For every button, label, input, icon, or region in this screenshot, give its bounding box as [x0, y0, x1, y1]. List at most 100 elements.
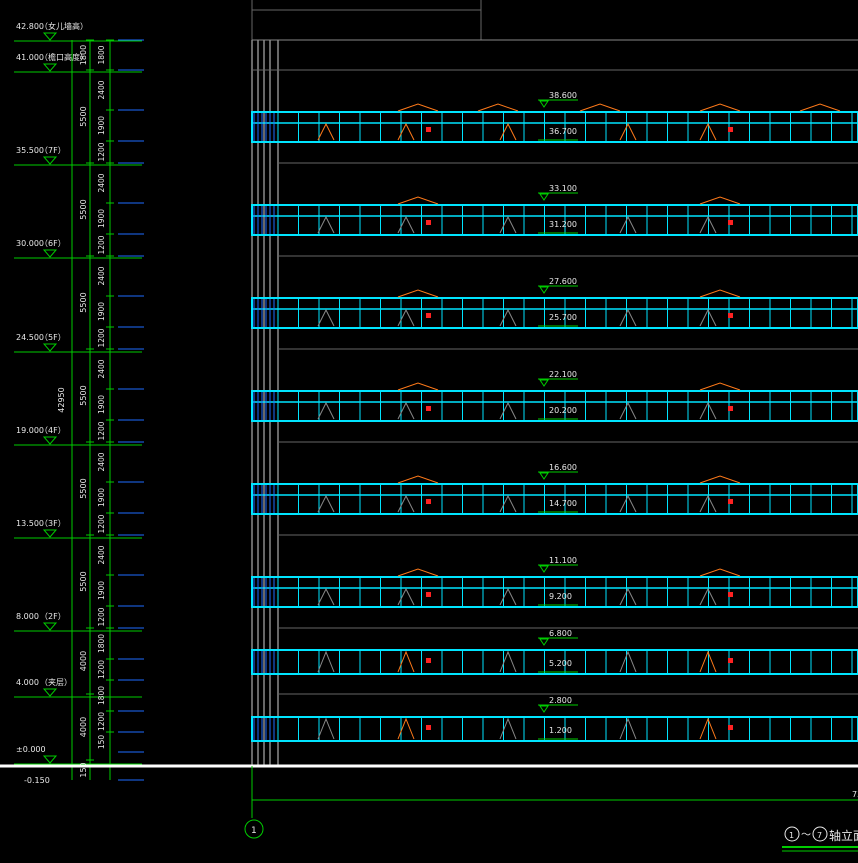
dim-inner-text: 1900 — [97, 116, 106, 135]
vent-triangle-icon — [397, 401, 415, 420]
dim-inner-text: 2400 — [97, 266, 106, 285]
vent-triangle-icon — [699, 650, 717, 673]
canopy-icon — [699, 568, 741, 577]
window-band: 22.100 20.200 — [251, 370, 858, 422]
dim-inner-text: 1200 — [97, 660, 106, 679]
level-marker: 4.000（夹层） — [14, 677, 142, 698]
vent-triangle-icon — [397, 308, 415, 327]
marker-icon — [728, 592, 733, 597]
dim-inner-text: 1900 — [97, 581, 106, 600]
level-triangle-icon — [42, 249, 58, 258]
vent-triangle-icon — [397, 215, 415, 234]
band-lower-level: 20.200 — [549, 406, 577, 415]
level-value: 24.500 — [16, 333, 44, 342]
dim-inner-text: 1900 — [97, 488, 106, 507]
band-lower-level: 36.700 — [549, 127, 577, 136]
canopy-icon — [699, 475, 741, 484]
band-upper-level: 11.100 — [549, 556, 577, 565]
level-marker: 8.000（2F） — [14, 612, 142, 632]
vent-triangle-icon — [619, 717, 637, 740]
level-marker: 41.000（檐口高度） — [14, 52, 142, 73]
vent-triangle-icon — [317, 122, 335, 141]
marker-icon — [728, 725, 733, 730]
canopy-icon — [699, 289, 741, 298]
band-level-icon — [539, 193, 549, 201]
canopy-icon — [799, 103, 841, 112]
vent-triangle-icon — [397, 650, 415, 673]
dim-outer-text: 150 — [79, 762, 88, 777]
window-band: 33.100 31.200 — [251, 184, 858, 236]
canopy-icon — [397, 196, 439, 205]
vent-triangle-icon — [619, 122, 637, 141]
dim-inner-text: 2400 — [97, 80, 106, 99]
vent-triangle-icon — [619, 215, 637, 234]
dim-inner-text: 1200 — [97, 514, 106, 533]
vent-triangle-icon — [397, 122, 415, 141]
band-upper-level: 16.600 — [549, 463, 577, 472]
vent-triangle-icon — [699, 494, 717, 513]
vent-triangle-icon — [619, 401, 637, 420]
window-band: 11.100 9.200 — [251, 556, 858, 608]
level-marker: 24.500（5F） — [14, 333, 142, 353]
dim-outer-text: 5500 — [79, 385, 88, 405]
marker-icon — [426, 725, 431, 730]
vent-triangle-icon — [699, 401, 717, 420]
dimension-chain: 1800550055005500550055005500400040001504… — [57, 39, 144, 781]
vent-triangle-icon — [499, 587, 517, 606]
vent-triangle-icon — [699, 308, 717, 327]
band-upper-level: 33.100 — [549, 184, 577, 193]
band-lower-level: 9.200 — [549, 592, 572, 601]
level-markers: 42.800（女儿墙高）41.000（檐口高度）35.500（7F）30.000… — [14, 21, 142, 785]
level-value: 19.000 — [16, 426, 44, 435]
dim-inner-text: 1200 — [97, 421, 106, 440]
band-outline — [251, 716, 858, 742]
dim-inner-text: 2400 — [97, 452, 106, 471]
level-note: （2F） — [40, 612, 66, 621]
vent-triangle-icon — [699, 587, 717, 606]
marker-icon — [728, 220, 733, 225]
axis-to-bubble — [812, 826, 828, 842]
dim-inner-text: 1900 — [97, 395, 106, 414]
axis-number: 1 — [251, 826, 257, 836]
band-upper-level: 22.100 — [549, 370, 577, 379]
level-note: （4F） — [40, 426, 66, 435]
marker-icon — [728, 658, 733, 663]
level-value: 41.000 — [16, 53, 44, 62]
level-marker: ±0.000 — [14, 745, 142, 765]
dim-inner-text: 1800 — [97, 634, 106, 653]
dim-inner-text: 2400 — [97, 173, 106, 192]
level-marker: 19.000（4F） — [14, 426, 142, 446]
canopy-icon — [579, 103, 621, 112]
dim-inner-text: 1900 — [97, 209, 106, 228]
level-triangle-icon — [42, 436, 58, 445]
vent-triangle-icon — [499, 215, 517, 234]
level-value: 13.500 — [16, 519, 44, 528]
vent-triangle-icon — [317, 717, 335, 740]
band-lower-level: 1.200 — [549, 726, 572, 735]
marker-icon — [728, 499, 733, 504]
band-lower-level: 25.700 — [549, 313, 577, 322]
band-level-icon — [539, 100, 549, 108]
level-value: 35.500 — [16, 146, 44, 155]
marker-icon — [426, 220, 431, 225]
vent-triangle-icon — [499, 717, 517, 740]
level-triangle-icon — [42, 688, 58, 697]
canopy-icon — [397, 475, 439, 484]
band-lower-level: 31.200 — [549, 220, 577, 229]
level-value: 8.000 — [16, 612, 39, 621]
dim-inner-text: 1200 — [97, 607, 106, 626]
level-triangle-icon — [42, 63, 58, 72]
vent-triangle-icon — [317, 650, 335, 673]
dim-inner-text: 1200 — [97, 712, 106, 731]
band-lower-level: 5.200 — [549, 659, 572, 668]
band-upper-level: 2.800 — [549, 696, 572, 705]
axis-to: 7 — [817, 831, 822, 840]
dim-outer-text: 5500 — [79, 199, 88, 219]
band-level-icon — [539, 286, 549, 294]
vent-triangle-icon — [499, 494, 517, 513]
level-note: （夹层） — [40, 677, 72, 687]
